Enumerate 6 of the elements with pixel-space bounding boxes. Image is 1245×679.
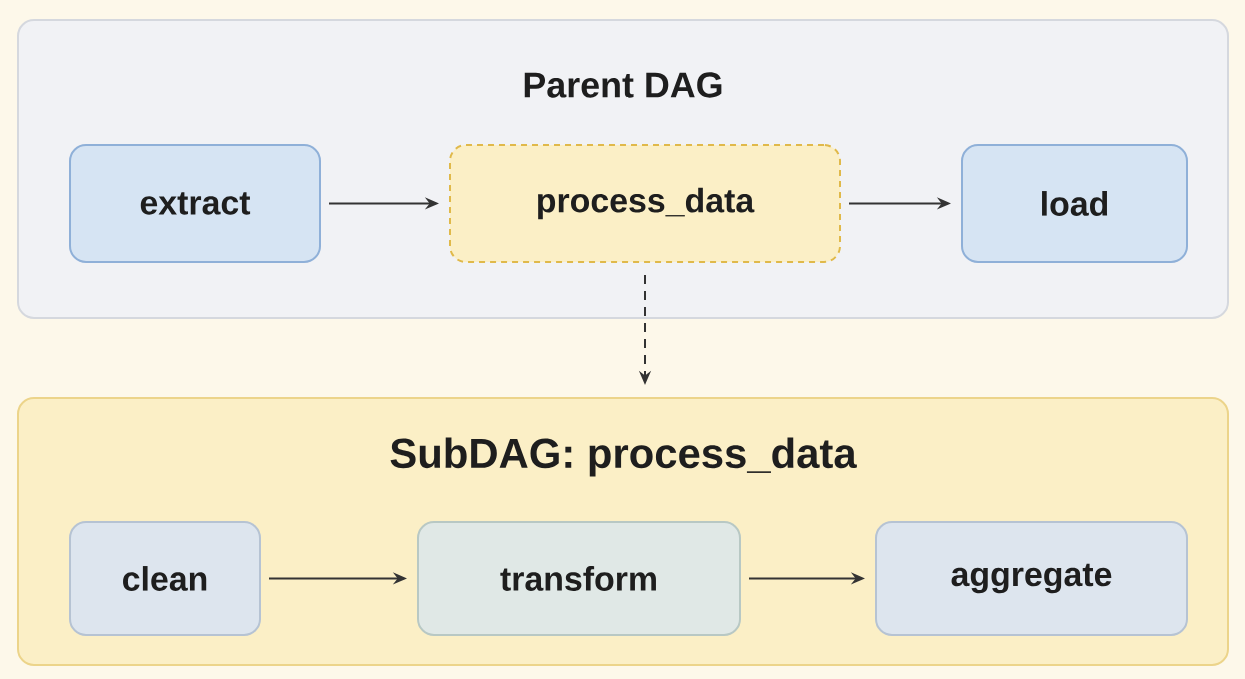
task-box: extract [69, 144, 321, 263]
subdag-task-box: process_data [449, 144, 841, 263]
task-box: load [961, 144, 1188, 263]
task-box: clean [69, 521, 261, 636]
task-box: transform [417, 521, 741, 636]
task-box: aggregate [875, 521, 1188, 636]
